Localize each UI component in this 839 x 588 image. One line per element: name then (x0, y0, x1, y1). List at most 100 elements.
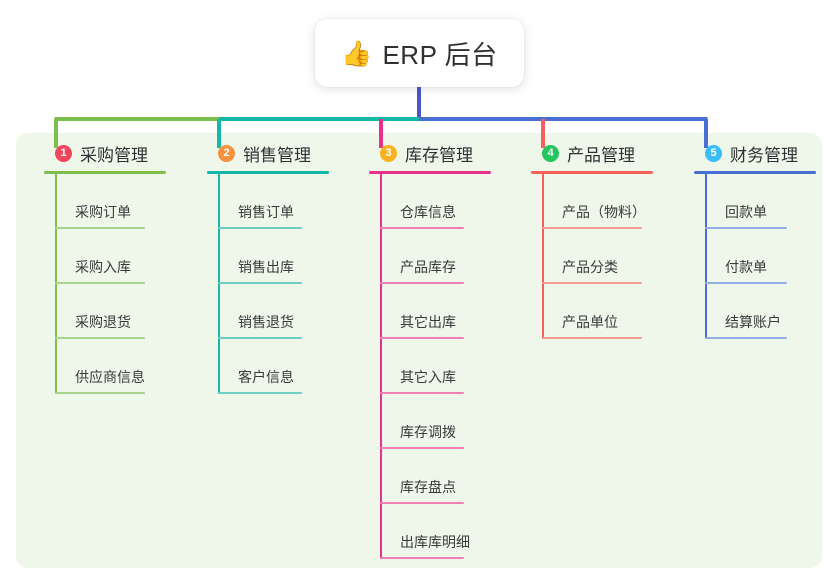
leaf-item[interactable]: 供应商信息 (55, 339, 166, 394)
leaf-label: 仓库信息 (400, 204, 456, 220)
leaf-label: 库存调拨 (400, 424, 456, 440)
branch-spine (218, 174, 220, 394)
branch-badge-1: 1 (55, 144, 72, 162)
leaf-rule (380, 502, 464, 504)
leaf-item[interactable]: 其它出库 (380, 284, 491, 339)
leaf-label: 回款单 (725, 204, 767, 220)
leaf-label: 付款单 (725, 259, 767, 275)
leaf-item[interactable]: 采购订单 (55, 174, 166, 229)
leaf-rule (380, 557, 464, 559)
leaf-rule (218, 227, 302, 229)
leaf-item[interactable]: 结算账户 (705, 284, 816, 339)
leaf-item[interactable]: 库存盘点 (380, 449, 491, 504)
branch-column-4: 4 产品管理产品（物料） 产品分类产品单位 (520, 140, 653, 339)
leaf-rule (705, 282, 787, 284)
branch-header-4[interactable]: 4 产品管理 (520, 140, 653, 166)
branch-items: 回款单付款单结算账户 (683, 174, 816, 339)
leaf-label: 采购入库 (75, 259, 131, 275)
branch-underline (694, 171, 816, 174)
leaf-rule (218, 282, 302, 284)
branch-items: 销售订单销售出库销售退货客户信息 (196, 174, 329, 394)
leaf-rule (380, 337, 464, 339)
leaf-item[interactable]: 产品单位 (542, 284, 653, 339)
leaf-label: 采购退货 (75, 314, 131, 330)
branch-spine (380, 174, 382, 559)
branch-badge-5: 5 (705, 144, 722, 162)
branch-header-3[interactable]: 3 库存管理 (358, 140, 491, 166)
branch-items: 采购订单采购入库采购退货供应商信息 (33, 174, 166, 394)
branch-column-5: 5 财务管理回款单付款单结算账户 (683, 140, 816, 339)
leaf-rule (380, 227, 464, 229)
leaf-label: 结算账户 (725, 314, 781, 330)
leaf-rule (380, 282, 464, 284)
branch-column-3: 3 库存管理仓库信息产品库存其它出库其它入库库存调拨库存盘点出库库明细 (358, 140, 491, 559)
branch-spine (705, 174, 707, 339)
leaf-label: 其它入库 (400, 369, 456, 385)
branch-underline (369, 171, 491, 174)
branch-header-2[interactable]: 2 销售管理 (196, 140, 329, 166)
branch-column-1: 1 采购管理采购订单采购入库采购退货供应商信息 (33, 140, 166, 394)
leaf-item[interactable]: 回款单 (705, 174, 816, 229)
leaf-label: 产品（物料） (562, 204, 646, 220)
leaf-label: 客户信息 (238, 369, 294, 385)
leaf-rule (705, 337, 787, 339)
leaf-rule (542, 227, 642, 229)
leaf-label: 销售出库 (238, 259, 294, 275)
branch-title: 产品管理 (567, 145, 635, 165)
diagram-panel (16, 133, 822, 568)
root-node[interactable]: 👍 ERP 后台 (315, 19, 524, 87)
leaf-label: 产品分类 (562, 259, 618, 275)
branch-items: 仓库信息产品库存其它出库其它入库库存调拨库存盘点出库库明细 (358, 174, 491, 559)
thumbs-up-icon: 👍 (341, 38, 373, 68)
branch-header-1[interactable]: 1 采购管理 (33, 140, 166, 166)
leaf-item[interactable]: 销售出库 (218, 229, 329, 284)
leaf-rule (55, 337, 145, 339)
leaf-rule (55, 392, 145, 394)
branch-badge-3: 3 (380, 144, 397, 162)
leaf-label: 出库库明细 (400, 534, 470, 550)
leaf-label: 销售订单 (238, 204, 294, 220)
leaf-item[interactable]: 产品库存 (380, 229, 491, 284)
branch-badge-2: 2 (218, 144, 235, 162)
branch-underline (44, 171, 166, 174)
leaf-label: 产品库存 (400, 259, 456, 275)
leaf-label: 库存盘点 (400, 479, 456, 495)
leaf-rule (705, 227, 787, 229)
leaf-label: 产品单位 (562, 314, 618, 330)
leaf-label: 供应商信息 (75, 369, 145, 385)
leaf-rule (542, 282, 642, 284)
branch-title: 销售管理 (243, 145, 311, 165)
leaf-label: 采购订单 (75, 204, 131, 220)
leaf-item[interactable]: 采购入库 (55, 229, 166, 284)
leaf-rule (542, 337, 642, 339)
leaf-label: 其它出库 (400, 314, 456, 330)
branch-underline (207, 171, 329, 174)
branch-spine (55, 174, 57, 394)
branch-column-2: 2 销售管理销售订单销售出库销售退货客户信息 (196, 140, 329, 394)
branch-underline (531, 171, 653, 174)
branch-title: 采购管理 (80, 145, 148, 165)
branch-header-5[interactable]: 5 财务管理 (683, 140, 816, 166)
leaf-item[interactable]: 客户信息 (218, 339, 329, 394)
leaf-item[interactable]: 仓库信息 (380, 174, 491, 229)
root-title: ERP 后台 (382, 39, 498, 70)
leaf-item[interactable]: 库存调拨 (380, 394, 491, 449)
leaf-rule (55, 227, 145, 229)
leaf-item[interactable]: 销售退货 (218, 284, 329, 339)
leaf-item[interactable]: 产品分类 (542, 229, 653, 284)
branch-badge-4: 4 (542, 144, 559, 162)
leaf-label: 销售退货 (238, 314, 294, 330)
branch-items: 产品（物料） 产品分类产品单位 (520, 174, 653, 339)
leaf-item[interactable]: 出库库明细 (380, 504, 491, 559)
branch-spine (542, 174, 544, 339)
branch-title: 财务管理 (730, 145, 798, 165)
leaf-item[interactable]: 其它入库 (380, 339, 491, 394)
leaf-item[interactable]: 采购退货 (55, 284, 166, 339)
leaf-item[interactable]: 付款单 (705, 229, 816, 284)
leaf-item[interactable]: 产品（物料） (542, 174, 653, 229)
leaf-rule (218, 392, 302, 394)
leaf-rule (380, 392, 464, 394)
branch-title: 库存管理 (405, 145, 473, 165)
leaf-item[interactable]: 销售订单 (218, 174, 329, 229)
leaf-rule (218, 337, 302, 339)
